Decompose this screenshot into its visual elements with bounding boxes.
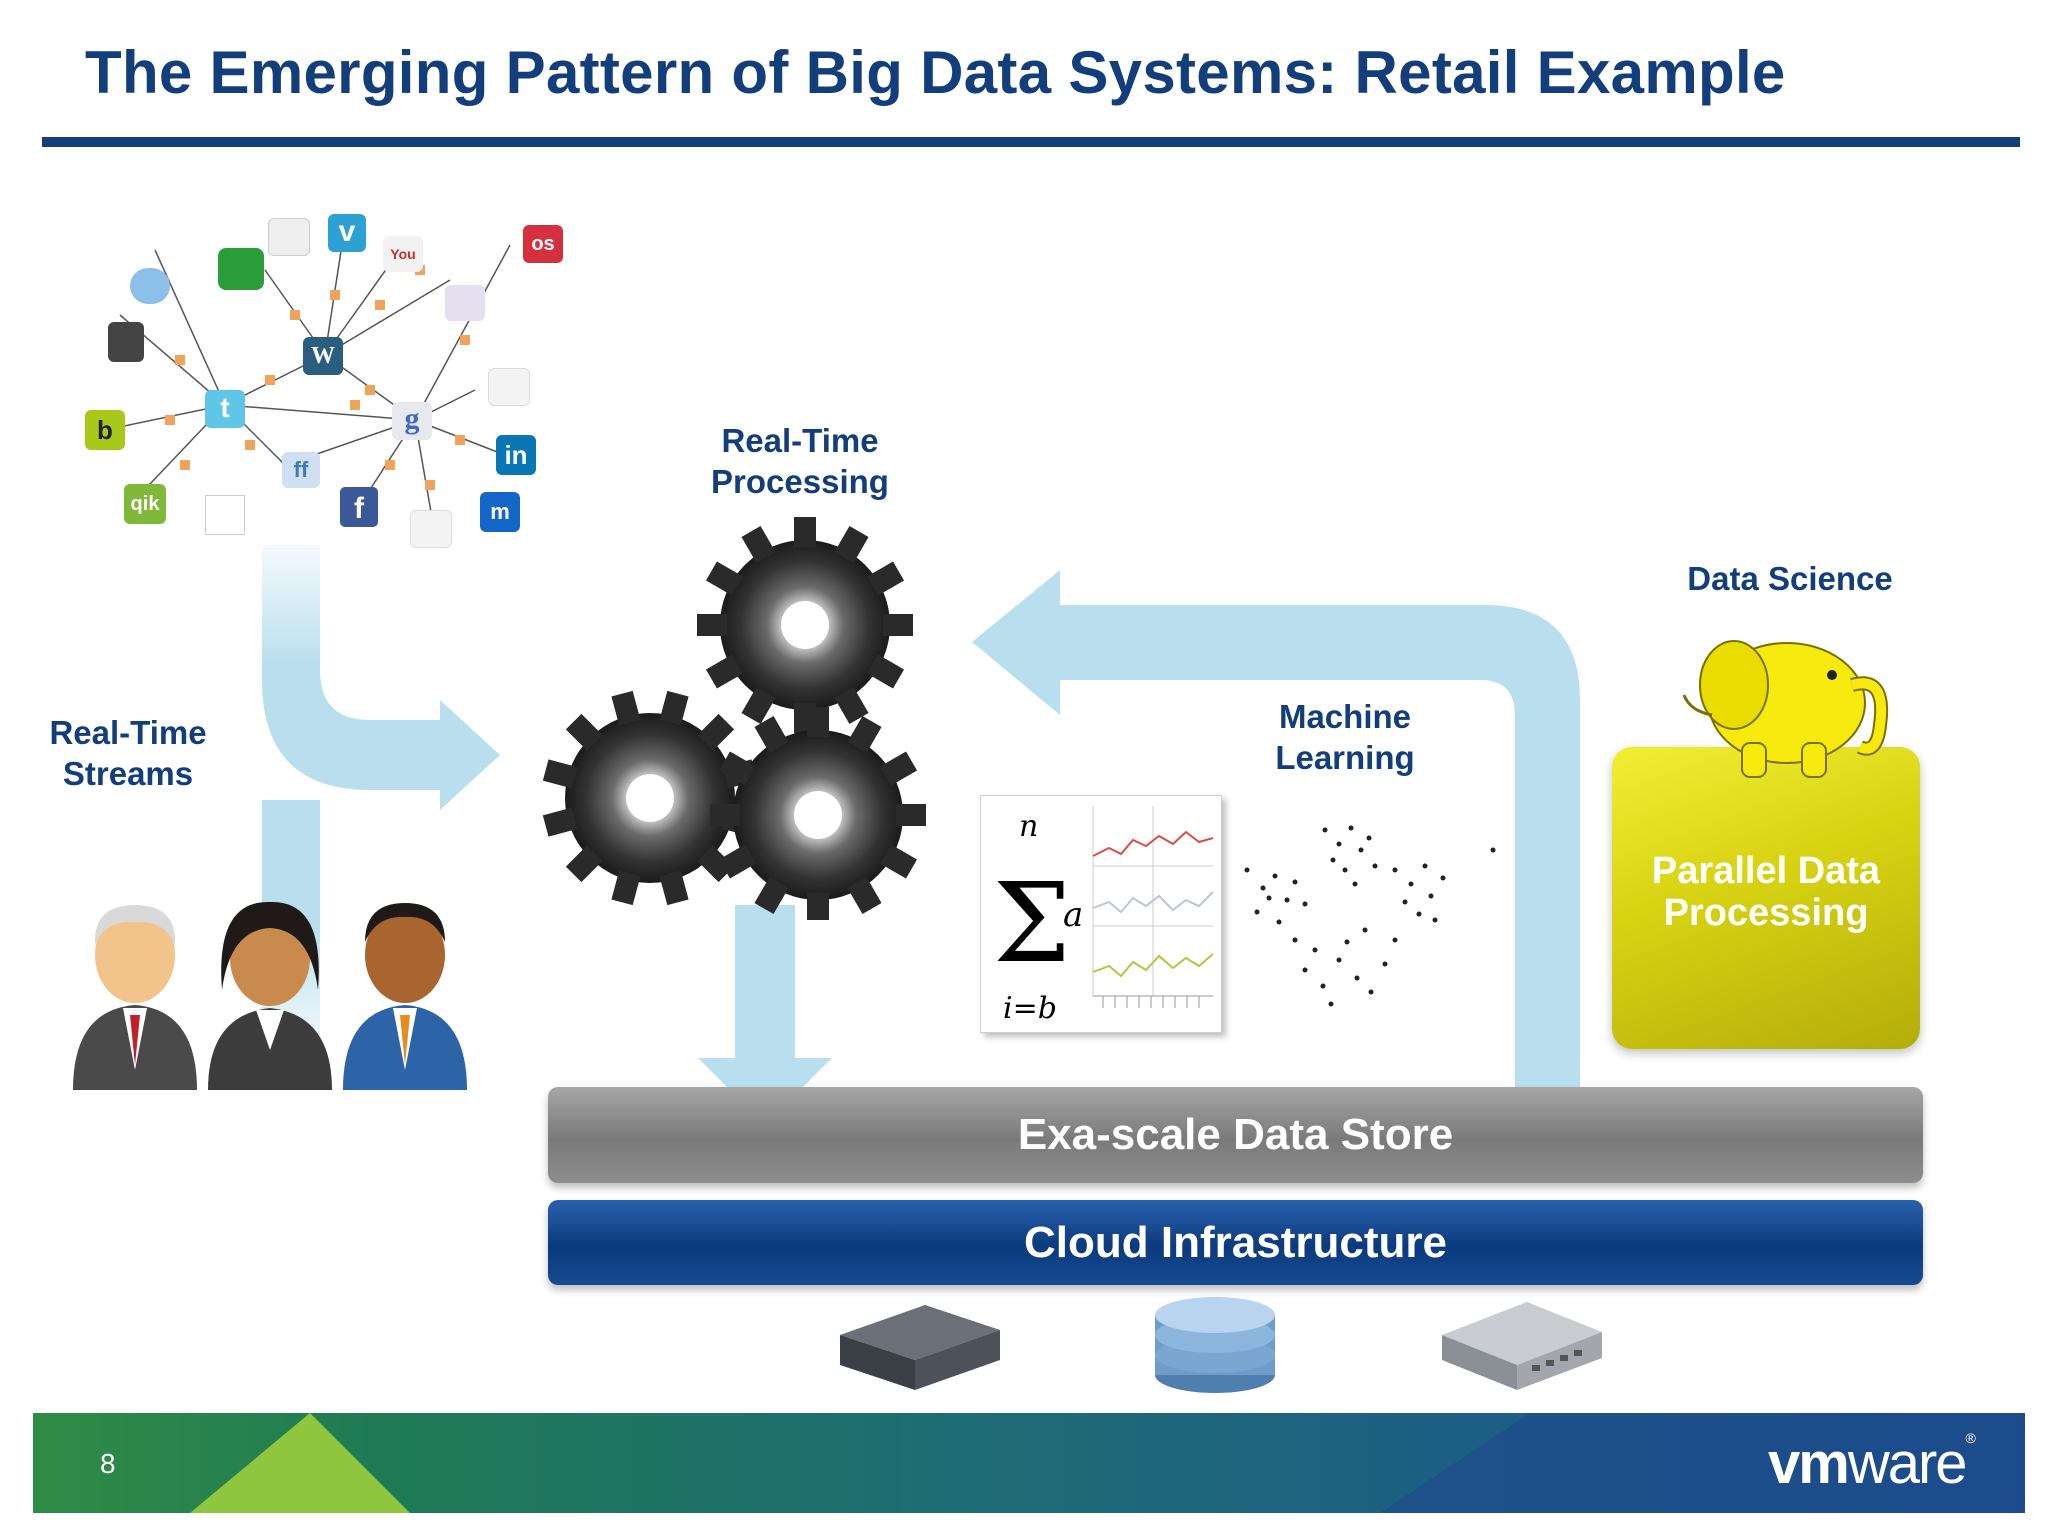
processing-gears (542, 517, 926, 920)
blip-icon: b (85, 410, 125, 450)
label-realtime-processing: Real-Time Processing (711, 422, 889, 500)
linkedin-icon: in (496, 435, 536, 475)
person-icon (73, 905, 197, 1090)
logo-ware: ware (1847, 1431, 1968, 1496)
sum-lower-limit: i=b (1003, 991, 1057, 1026)
delicious-square-icon (205, 495, 245, 535)
slide-title: The Emerging Pattern of Big Data Systems… (85, 39, 1786, 106)
footer-blue-shape (1380, 1413, 2025, 1513)
qik-icon: qik (124, 484, 166, 524)
gear-icon (697, 517, 913, 733)
person-icon (208, 901, 332, 1090)
ml-formula-chart: n Σ a i=b (980, 795, 1222, 1033)
logo-vm: vm (1768, 1431, 1850, 1496)
bubble-icon (130, 268, 170, 304)
facebook-icon: f (340, 487, 378, 527)
person-icon (343, 903, 467, 1090)
flickr-icon (445, 285, 485, 321)
cloud-infrastructure-layer: Cloud Infrastructure (548, 1200, 1923, 1285)
label-realtime-streams: Real-Time Streams (49, 714, 207, 792)
gear-icon (542, 690, 758, 906)
sum-symbol: Σ (993, 859, 1071, 987)
wordpress-icon: W (303, 337, 343, 375)
formula-plot: n Σ a i=b (993, 806, 1214, 1026)
title-underline (42, 137, 2020, 147)
vimeo-icon: v (328, 214, 366, 252)
chat-icon (218, 248, 264, 290)
lastfm-icon: os (523, 225, 563, 263)
friendfeed-icon: ff (282, 452, 320, 488)
youtube-icon: You (383, 236, 423, 272)
customers-group (73, 901, 467, 1090)
page-number: 8 (100, 1448, 116, 1479)
footer-green-triangle (190, 1413, 410, 1513)
logo-registered: ® (1965, 1430, 1976, 1446)
label-data-science: Data Science (1687, 560, 1893, 597)
hadoop-elephant-icon (1682, 640, 1889, 778)
label-machine-learning: Machine Learning (1275, 698, 1415, 776)
google-icon: g (392, 402, 432, 440)
cc-icon (488, 368, 530, 406)
rss-icon (108, 322, 144, 362)
myspace-icon: m (480, 492, 520, 532)
twitter-icon: t (205, 390, 245, 428)
database-icon (1155, 1297, 1275, 1393)
data-store-layer: Exa-scale Data Store (548, 1087, 1923, 1183)
sum-term: a (1063, 895, 1083, 935)
ml-scatter-points (1244, 825, 1496, 1007)
gear-icon (710, 707, 926, 920)
parallel-processing-label: Parallel Data Processing (1651, 850, 1881, 934)
feedback-arrow (972, 570, 1580, 1087)
sum-upper-limit: n (1019, 809, 1038, 844)
down-arrow-to-store (698, 905, 832, 1125)
server-icon (840, 1305, 1000, 1390)
network-switch-icon (1442, 1302, 1602, 1390)
stream-arrow-top (262, 545, 500, 810)
delicious-icon (268, 218, 310, 256)
share-icon (410, 510, 452, 548)
parallel-processing-box (1612, 747, 1920, 1049)
vmware-logo: vmware® (1768, 1430, 1976, 1497)
